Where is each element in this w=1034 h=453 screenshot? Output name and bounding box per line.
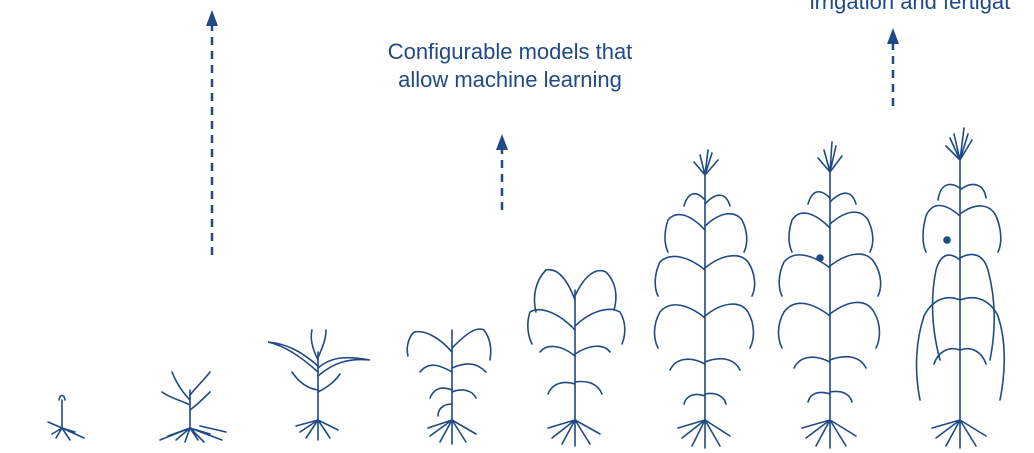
ml-models-caption: Configurable models that allow machine l…	[355, 38, 665, 94]
irrigation-caption: irrigation and fertigat	[809, 0, 1011, 14]
plant-stage-6	[653, 149, 756, 449]
arrow-1-head	[206, 10, 218, 26]
plant-stage-1	[47, 394, 85, 441]
plant-stage-3	[267, 329, 371, 441]
plant-stage-2	[159, 371, 227, 443]
ml-models-caption-line1: Configurable models that	[387, 39, 633, 64]
arrow-2-head	[496, 134, 508, 150]
plant-stage-4	[406, 328, 492, 445]
plant-stage-8	[915, 127, 1006, 449]
plant-stage-5	[527, 268, 626, 447]
ml-models-caption-line2: allow machine learning	[398, 67, 622, 92]
arrow-3-head	[887, 28, 899, 44]
plant-stage-7	[777, 141, 882, 449]
